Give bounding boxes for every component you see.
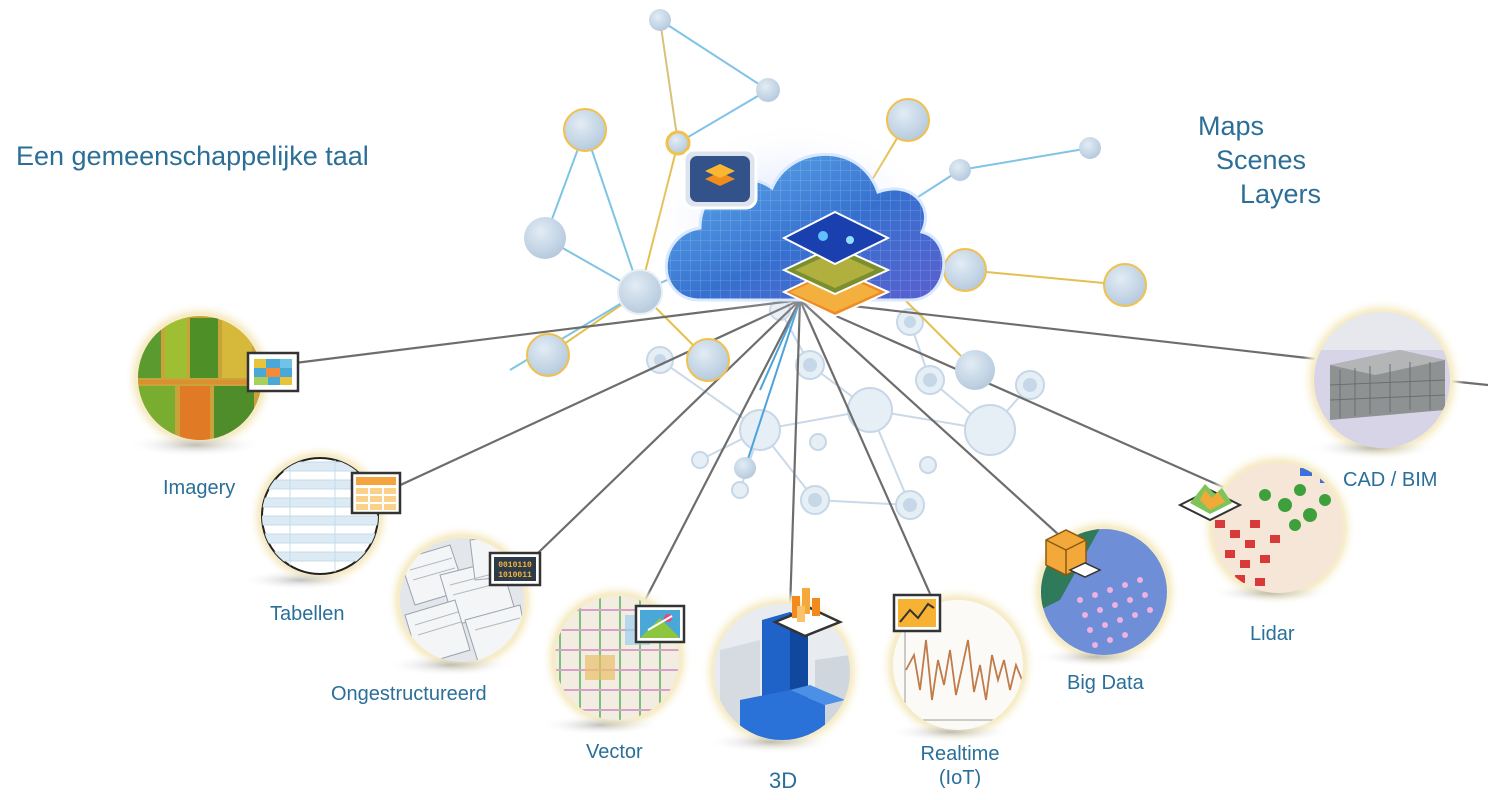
label-big-data: Big Data bbox=[1067, 672, 1144, 694]
binary-badge-icon: 0010110 1010011 bbox=[488, 551, 542, 587]
headline: Een gemeenschappelijke taal bbox=[16, 141, 369, 171]
line-chart-badge-icon bbox=[892, 593, 942, 633]
vector-node bbox=[540, 582, 693, 735]
network-node bbox=[524, 217, 566, 259]
raster-badge-icon bbox=[246, 351, 300, 393]
network-node bbox=[1103, 263, 1147, 307]
tables-node bbox=[240, 444, 402, 590]
label-realtime-line1: Realtime bbox=[920, 743, 1000, 765]
label-unstructured: Ongestructureerd bbox=[331, 683, 487, 705]
data-spokes bbox=[254, 298, 1488, 611]
big-data-node bbox=[1027, 515, 1181, 669]
building-chart-badge-icon bbox=[771, 588, 844, 638]
platform-item-maps: Maps bbox=[1198, 111, 1265, 141]
terrain-badge-icon bbox=[1177, 484, 1243, 522]
cad-bim-node bbox=[1300, 298, 1464, 462]
network-node bbox=[943, 248, 987, 292]
network-node bbox=[526, 333, 570, 377]
platform-items: Maps Scenes Layers bbox=[1198, 110, 1321, 211]
realtime-node bbox=[879, 586, 1037, 744]
background-nodes bbox=[646, 299, 1045, 520]
label-vector: Vector bbox=[586, 741, 643, 763]
platform-item-scenes: Scenes bbox=[1216, 144, 1307, 175]
table-badge-icon bbox=[350, 471, 402, 515]
lidar-node bbox=[1177, 449, 1357, 607]
network-node bbox=[563, 108, 607, 152]
network-node bbox=[734, 457, 756, 479]
label-imagery: Imagery bbox=[163, 477, 236, 499]
network-node bbox=[955, 350, 995, 390]
network-node bbox=[756, 78, 780, 102]
label-realtime: Realtime (IoT) bbox=[910, 742, 1010, 790]
network-node bbox=[617, 269, 663, 315]
cube-stack-badge-icon bbox=[1045, 529, 1102, 578]
network-node bbox=[1079, 137, 1101, 159]
three-d-node bbox=[700, 588, 864, 754]
network-nodes bbox=[524, 9, 1147, 479]
label-tables: Tabellen bbox=[270, 603, 345, 625]
label-lidar: Lidar bbox=[1250, 623, 1295, 645]
network-node bbox=[665, 130, 691, 156]
label-realtime-line2: (IoT) bbox=[938, 767, 982, 789]
network-node bbox=[686, 338, 730, 382]
binary-badge-line2: 1010011 bbox=[498, 571, 532, 580]
network-node bbox=[886, 98, 930, 142]
label-cad-bim: CAD / BIM bbox=[1343, 469, 1438, 491]
vector-badge-icon bbox=[634, 604, 686, 644]
imagery-node bbox=[124, 302, 300, 457]
network-node bbox=[649, 9, 671, 31]
layers-app-icon bbox=[682, 146, 758, 210]
binary-badge-line1: 0010110 bbox=[498, 561, 532, 570]
unstructured-node: 0010110 1010011 bbox=[385, 524, 542, 676]
platform-item-layers: Layers bbox=[1240, 178, 1322, 209]
label-3d: 3D bbox=[769, 768, 798, 793]
network-node bbox=[949, 159, 971, 181]
